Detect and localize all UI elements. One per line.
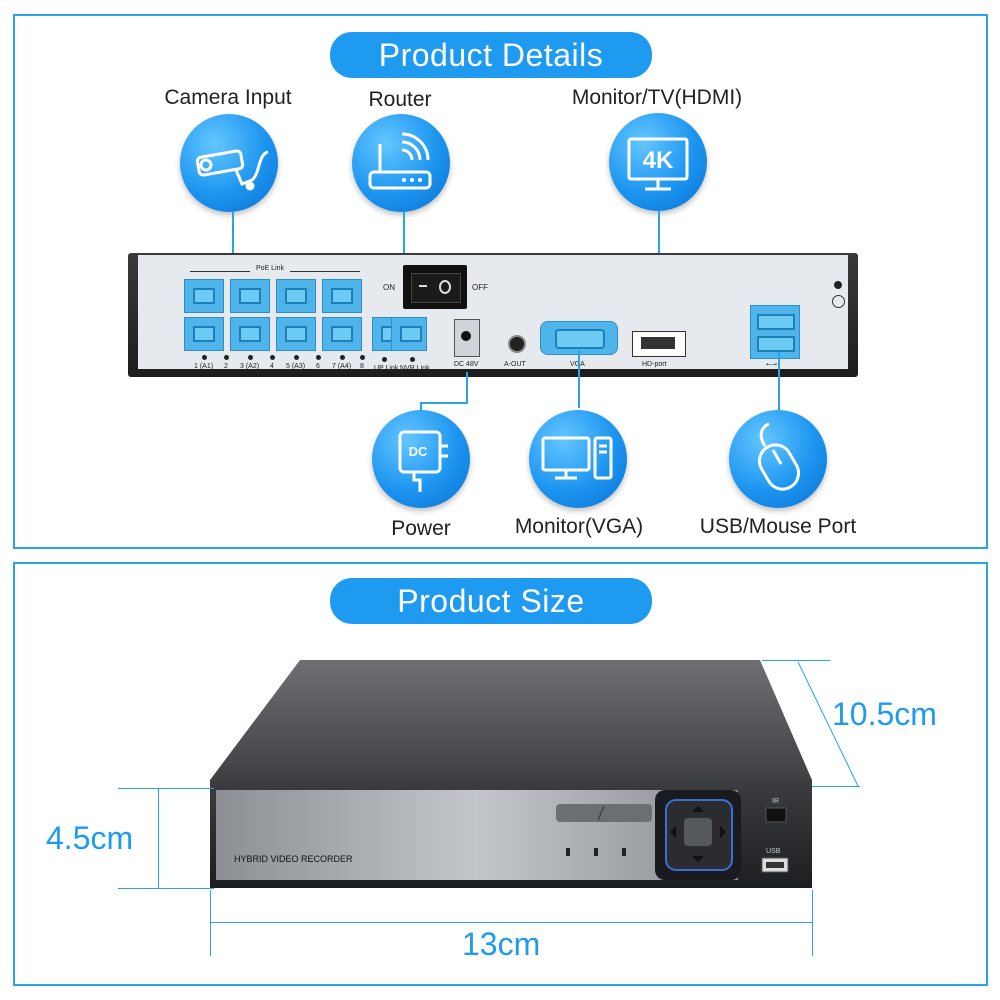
4k-badge: 4K bbox=[643, 147, 674, 174]
poe-link-label: PoE Link bbox=[256, 265, 285, 272]
nvr-back-panel: PoE Link 1 (A1) 2 3 (A2) 4 bbox=[128, 253, 858, 377]
port-label-3: 3 (A2) bbox=[240, 363, 260, 370]
power-label: Power bbox=[391, 517, 451, 540]
width-dim-right bbox=[812, 890, 813, 956]
port-label-7: 7 (A4) bbox=[332, 363, 352, 370]
poe-link-bracket bbox=[190, 271, 250, 272]
nvr-link-label: NVR Link bbox=[400, 365, 430, 372]
front-usb-label: USB bbox=[766, 848, 781, 855]
dc-text: DC bbox=[409, 444, 428, 459]
poe-link-bracket-right bbox=[290, 271, 360, 272]
router-label: Router bbox=[368, 88, 432, 111]
port-label-5: 5 (A3) bbox=[286, 363, 306, 370]
monitor-4k-icon: 4K bbox=[627, 137, 689, 191]
monitor-hdmi-bubble: 4K bbox=[609, 113, 707, 211]
dc-power-jack[interactable] bbox=[454, 319, 480, 357]
power-switch[interactable] bbox=[403, 265, 467, 309]
width-dimension: 13cm bbox=[462, 926, 541, 962]
monitor-vga-label: Monitor(VGA) bbox=[514, 515, 644, 538]
vga-bubble bbox=[529, 410, 627, 508]
usb-port-stack[interactable] bbox=[750, 305, 800, 359]
nvr-link-port[interactable] bbox=[391, 317, 427, 351]
dc-label: DC 48V bbox=[454, 361, 479, 368]
model-name-label: HYBRID VIDEO RECORDER bbox=[234, 854, 353, 864]
up-link-label: UP Link bbox=[374, 365, 399, 372]
usb-symbol: ⭠⭢ bbox=[766, 361, 778, 368]
power-bubble: DC bbox=[372, 410, 470, 508]
port-label-2: 2 bbox=[224, 363, 228, 370]
power-connector-bend bbox=[420, 402, 468, 404]
product-details-title: Product Details bbox=[330, 32, 652, 78]
port-label-1: 1 (A1) bbox=[194, 363, 214, 370]
switch-off-label: OFF bbox=[472, 283, 488, 292]
vga-connector-line bbox=[578, 350, 580, 408]
port-label-4: 4 bbox=[270, 363, 274, 370]
ground-symbol-icon bbox=[832, 295, 845, 308]
back-panel-face: PoE Link 1 (A1) 2 3 (A2) 4 bbox=[138, 255, 848, 372]
usb-connector-line bbox=[778, 352, 780, 410]
camera-input-label: Camera Input bbox=[164, 86, 292, 109]
height-dimension: 4.5cm bbox=[46, 820, 134, 856]
product-size-title: Product Size bbox=[330, 578, 652, 624]
switch-on-label: ON bbox=[383, 283, 395, 292]
security-camera-icon bbox=[195, 149, 269, 191]
hd-port-label: HD-port bbox=[642, 361, 667, 368]
vga-label: VGA bbox=[570, 361, 585, 368]
poe-port-8[interactable] bbox=[322, 317, 362, 351]
poe-port-5[interactable] bbox=[276, 279, 316, 313]
depth-dim-top bbox=[762, 660, 830, 661]
audio-out-jack[interactable] bbox=[508, 335, 526, 353]
hdmi-port[interactable] bbox=[632, 331, 686, 357]
usb-mouse-bubble bbox=[729, 410, 827, 508]
poe-port-6[interactable] bbox=[276, 317, 316, 351]
router-bubble bbox=[352, 114, 450, 212]
port-label-8: 8 bbox=[360, 363, 364, 370]
dc-adapter-icon: DC bbox=[398, 430, 448, 492]
height-dim-bottom bbox=[118, 888, 214, 889]
depth-dimension: 10.5cm bbox=[832, 696, 937, 732]
power-connector-line bbox=[466, 372, 468, 404]
poe-port-7[interactable] bbox=[322, 279, 362, 313]
power-connector-down bbox=[420, 402, 422, 414]
desktop-computer-icon bbox=[541, 436, 613, 480]
a-out-label: A-OUT bbox=[504, 361, 526, 368]
poe-port-1[interactable] bbox=[184, 279, 224, 313]
width-dim-line bbox=[210, 922, 812, 923]
poe-port-4[interactable] bbox=[230, 317, 270, 351]
port-label-6: 6 bbox=[316, 363, 320, 370]
router-icon bbox=[368, 132, 432, 190]
poe-port-labels: 1 (A1) 2 3 (A2) 4 5 (A3) 6 7 (A4) 8 bbox=[184, 355, 374, 371]
width-dim-left bbox=[210, 890, 211, 956]
camera-connector-line bbox=[232, 212, 234, 272]
poe-port-2[interactable] bbox=[184, 317, 224, 351]
poe-port-3[interactable] bbox=[230, 279, 270, 313]
poe-ports bbox=[184, 279, 364, 355]
depth-dim-bottom bbox=[812, 786, 860, 787]
ir-label: IR bbox=[772, 798, 779, 805]
ground-screw bbox=[834, 281, 842, 289]
mouse-icon bbox=[758, 422, 800, 491]
usb-mouse-label: USB/Mouse Port bbox=[699, 515, 857, 538]
monitor-hdmi-label: Monitor/TV(HDMI) bbox=[571, 86, 743, 109]
height-dim-line bbox=[158, 788, 159, 888]
camera-input-bubble bbox=[180, 114, 278, 212]
height-dim-top bbox=[118, 788, 214, 789]
